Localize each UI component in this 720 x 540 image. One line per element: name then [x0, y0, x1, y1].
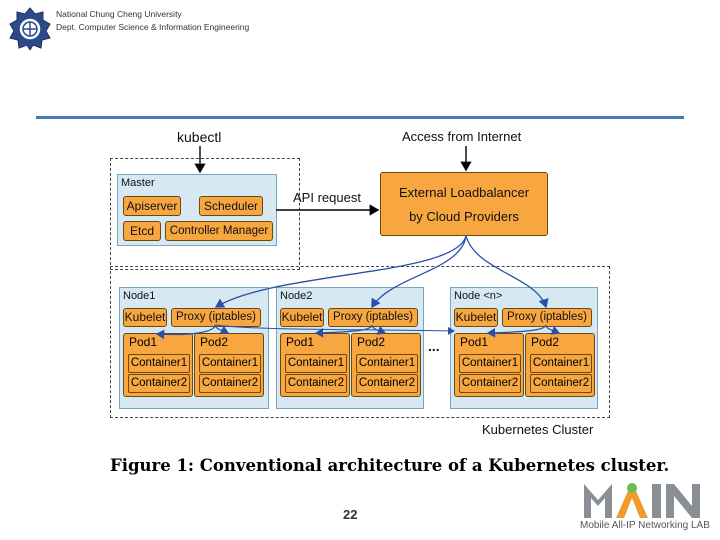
title-rule: [36, 116, 684, 119]
figure-caption: Figure 1: Conventional architecture of a…: [110, 456, 670, 475]
apiserver-box: Apiserver: [123, 196, 181, 216]
scheduler-box: Scheduler: [199, 196, 263, 216]
etcd-box: Etcd: [123, 221, 161, 241]
node2-kubelet-box: Kubelet: [280, 308, 324, 327]
department-name: Dept. Computer Science & Information Eng…: [56, 22, 250, 32]
node1-pod2-container2: Container2: [199, 374, 261, 393]
loadbalancer-to-proxy-arrows: [214, 235, 549, 309]
node1-pod2: Pod2 Container1 Container2: [194, 333, 264, 397]
node-n-title: Node <n>: [454, 290, 503, 302]
header-text: National Chung Cheng University Dept. Co…: [56, 8, 249, 34]
node1-pod1-container1: Container1: [128, 354, 190, 373]
node2-title: Node2: [280, 290, 313, 302]
cluster-dashed-border: [110, 266, 610, 418]
proxy-to-pod-arrows: [155, 324, 561, 340]
node2-pod1-container2: Container2: [285, 374, 347, 393]
node2-proxy-box: Proxy (iptables): [328, 308, 418, 327]
external-loadbalancer-box: External Loadbalancer by Cloud Providers: [380, 172, 548, 236]
nodes-ellipsis: ...: [428, 338, 440, 354]
node1-kubelet-box: Kubelet: [123, 308, 167, 327]
node-n-pod2: Pod2 Container1 Container2: [525, 333, 595, 397]
node1-pod2-container1: Container1: [199, 354, 261, 373]
loadbalancer-line2: by Cloud Providers: [409, 209, 519, 224]
page-number: 22: [343, 507, 358, 522]
lab-name: Mobile All-IP Networking LAB: [580, 520, 710, 531]
node1-pod1-container2: Container2: [128, 374, 190, 393]
node1-pod1-label: Pod1: [129, 335, 158, 349]
node2-pod2-label: Pod2: [357, 335, 386, 349]
node-n-pod1-container1: Container1: [459, 354, 521, 373]
node1-title: Node1: [123, 290, 156, 302]
node2-pod2-container1: Container1: [356, 354, 418, 373]
controller-manager-box: Controller Manager: [165, 221, 273, 241]
university-seal-icon: [9, 7, 51, 50]
node2-pod1-label: Pod1: [286, 335, 315, 349]
master-dashed-border: [110, 158, 300, 270]
access-label: Access from Internet: [402, 129, 522, 144]
node-n-kubelet-box: Kubelet: [454, 308, 498, 327]
node-n-pod2-container1: Container1: [530, 354, 592, 373]
node2-pod2-container2: Container2: [356, 374, 418, 393]
cluster-label: Kubernetes Cluster: [482, 422, 594, 437]
loadbalancer-line1: External Loadbalancer: [398, 185, 530, 200]
node-n-pod1: Pod1 Container1 Container2: [454, 333, 524, 397]
node1-pod1: Pod1 Container1 Container2: [123, 333, 193, 397]
kubernetes-diagram: kubectl Access from Internet API request…: [106, 126, 612, 442]
node-n-pod1-label: Pod1: [460, 335, 489, 349]
api-request-label: API request: [293, 190, 361, 205]
node2-pod2: Pod2 Container1 Container2: [351, 333, 421, 397]
node2-pod1-container1: Container1: [285, 354, 347, 373]
node1-pod2-label: Pod2: [200, 335, 229, 349]
main-lab-logo-icon: [584, 482, 700, 518]
node-n-pod1-container2: Container2: [459, 374, 521, 393]
master-title: Master: [121, 177, 155, 189]
kubectl-label: kubectl: [177, 129, 222, 145]
node-n-pod2-container2: Container2: [530, 374, 592, 393]
diagram-arrows: [155, 146, 561, 340]
node-n-pod2-label: Pod2: [531, 335, 560, 349]
university-name: National Chung Cheng University: [56, 9, 182, 19]
